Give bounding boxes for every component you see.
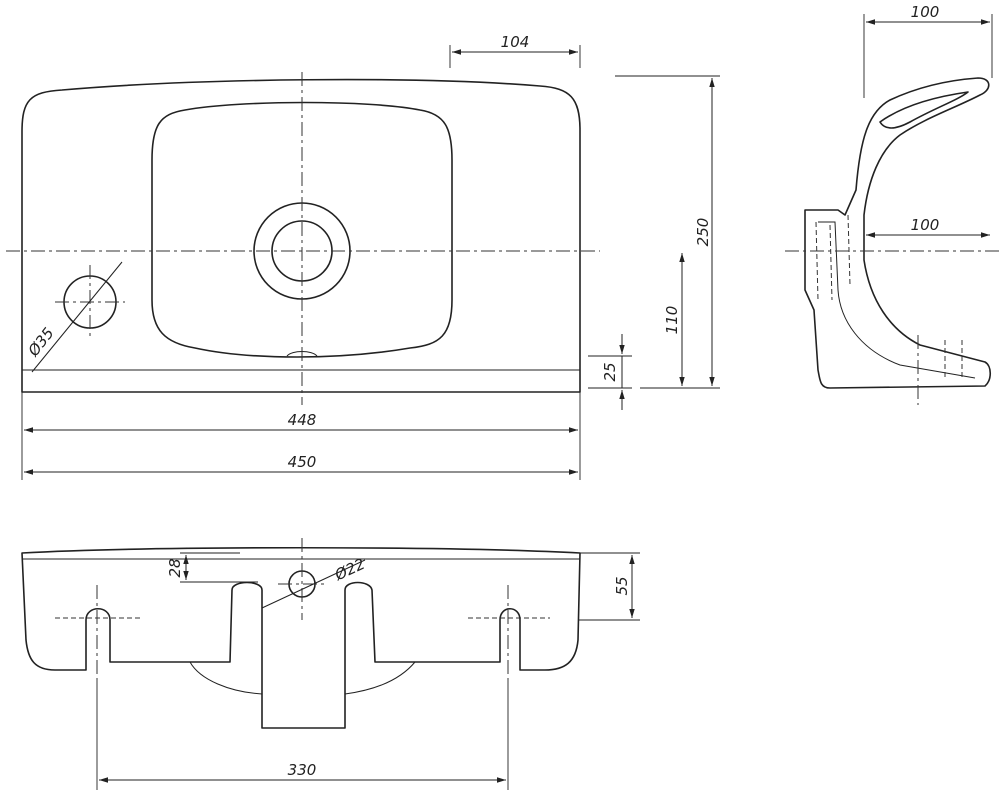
dim-label-d35: Ø35 <box>24 324 58 360</box>
tap-diameter-leader <box>31 261 123 373</box>
dim-label-110: 110 <box>663 306 681 335</box>
side-profile-outer <box>804 77 992 389</box>
front-view-dimensions: 28 55 Ø22 330 <box>96 552 640 790</box>
dim-label-250: 250 <box>694 218 712 247</box>
dim-label-28: 28 <box>166 558 184 577</box>
front-bowl-bottom <box>189 661 416 695</box>
side-profile-inner-rim <box>879 91 969 129</box>
dim-label-330: 330 <box>288 761 317 779</box>
side-drain-hidden-2 <box>847 214 851 286</box>
basin-outline-top <box>21 78 581 393</box>
dim-label-104: 104 <box>501 33 530 51</box>
dim-label-450: 450 <box>288 453 317 471</box>
top-view <box>6 72 600 405</box>
side-drain-hidden-3 <box>829 224 833 301</box>
front-view <box>21 538 581 729</box>
side-view <box>785 77 1000 405</box>
side-view-dimensions: 100 100 <box>863 3 993 238</box>
dim-label-25: 25 <box>601 362 619 381</box>
front-tap-leader <box>261 559 366 609</box>
top-view-dimensions: 448 450 104 250 110 25 Ø35 <box>21 33 720 480</box>
bowl-outline <box>151 101 453 358</box>
dim-label-100-mid: 100 <box>911 216 940 234</box>
dim-label-448: 448 <box>288 411 317 429</box>
dim-label-100-top: 100 <box>911 3 940 21</box>
side-drain-hidden-1 <box>815 221 819 301</box>
dim-label-55: 55 <box>613 576 631 595</box>
front-outline <box>21 546 581 729</box>
side-profile-inner-wall <box>818 221 976 379</box>
